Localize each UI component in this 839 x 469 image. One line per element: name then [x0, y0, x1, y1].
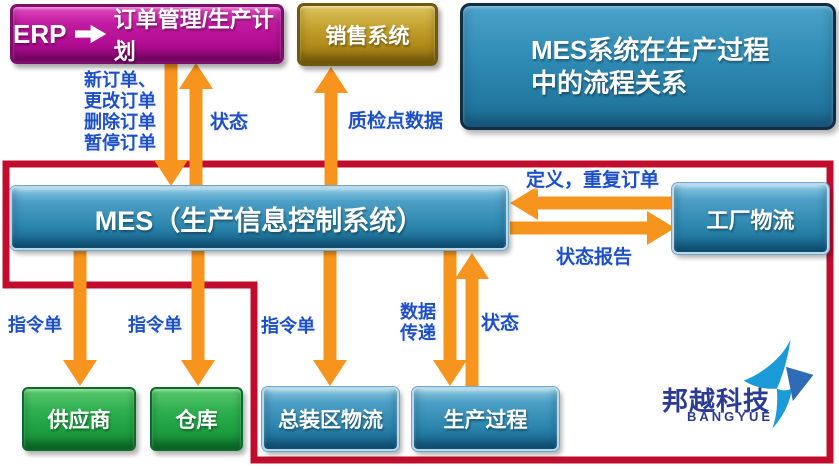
erp-tag: ERP: [13, 18, 67, 49]
diagram-title: MES系统在生产过程 中的流程关系: [460, 3, 836, 130]
erp-title: 订单管理/生产计划: [113, 7, 274, 64]
warehouse-label: 仓库: [175, 409, 218, 432]
arrow-mes-to-assembly: [313, 250, 347, 386]
node-warehouse: 仓库: [150, 387, 243, 451]
arrow-mes-to-warehouse: [181, 250, 215, 386]
label-status-from-production: 状态: [481, 313, 520, 334]
factory-logistics-label: 工厂物流: [706, 207, 795, 233]
node-mes: MES（生产信息控制系统）: [10, 186, 508, 250]
node-supplier: 供应商: [22, 387, 136, 451]
node-sales-system: 销售系统: [297, 3, 438, 66]
node-production-process: 生产过程: [412, 387, 559, 451]
label-change-order: 更改订单: [84, 91, 156, 111]
label-status-report: 状态报告: [556, 247, 633, 268]
label-define-repeat-order: 定义，重复订单: [526, 170, 660, 191]
mes-scope-border: [2, 160, 834, 464]
bangyue-logo-mark-icon: [743, 339, 814, 429]
assembly-logistics-label: 总装区物流: [278, 409, 383, 432]
label-data-transfer: 数据 传递: [400, 302, 436, 344]
node-assembly-logistics: 总装区物流: [262, 387, 399, 451]
arrow-mes-to-erp: [179, 63, 213, 186]
label-order-to-assembly: 指令单: [261, 316, 315, 336]
label-delete-order: 删除订单: [84, 112, 156, 132]
sales-system-label: 销售系统: [325, 24, 410, 48]
label-new-order: 新订单、: [84, 70, 156, 90]
production-process-label: 生产过程: [443, 409, 528, 432]
label-order-to-supplier: 指令单: [8, 315, 62, 335]
arrow-mes-to-production: [433, 250, 467, 386]
arrow-mes-to-sales: [314, 67, 348, 186]
diagram-title-line1: MES系统在生产过程: [531, 34, 770, 65]
arrow-mes-to-supplier: [63, 250, 97, 386]
label-order-to-warehouse: 指令单: [128, 315, 182, 335]
label-status-to-erp: 状态: [210, 112, 249, 133]
node-factory-logistics: 工厂物流: [672, 183, 829, 254]
arrow-factory-to-mes: [510, 186, 672, 220]
label-order-operations: 新订单、 更改订单 删除订单 暂停订单: [84, 70, 156, 154]
label-pause-order: 暂停订单: [84, 133, 156, 153]
right-arrow-icon: [75, 24, 107, 44]
node-erp: ERP 订单管理/生产计划: [10, 4, 284, 64]
arrow-mes-to-factory: [510, 211, 675, 245]
label-qc-point-data: 质检点数据: [348, 111, 444, 132]
diagram-title-line2: 中的流程关系: [531, 67, 688, 98]
mes-label: MES（生产信息控制系统）: [94, 205, 424, 236]
logo-name-cn: 邦越科技: [662, 386, 771, 416]
label-data-transfer-line1: 数据: [400, 302, 436, 322]
arrow-erp-to-mes: [154, 63, 188, 186]
arrow-production-to-mes: [455, 253, 489, 386]
supplier-label: 供应商: [47, 409, 111, 432]
logo-name-en: BANGYUE: [687, 409, 774, 424]
label-data-transfer-line2: 传递: [400, 323, 436, 343]
